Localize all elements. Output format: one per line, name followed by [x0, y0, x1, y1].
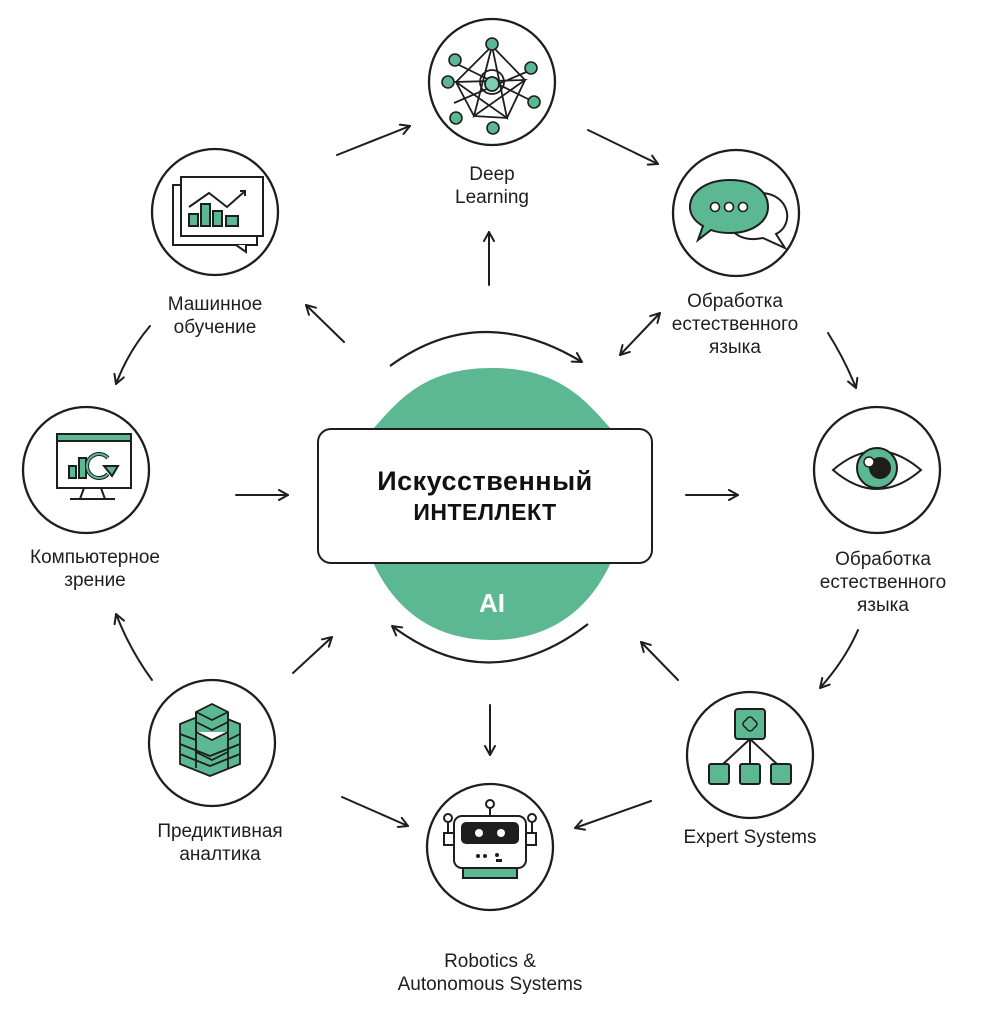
neural-network-icon: [441, 37, 541, 135]
label-line: Предиктивная: [157, 821, 283, 842]
label-computer-vision: Компьютерное зрение: [10, 546, 180, 592]
label-predictive-analytics: Предиктивная аналтика: [130, 820, 310, 866]
arrow-center-to-ml: [305, 304, 345, 343]
label-deep-learning: Deep Learning: [432, 163, 552, 209]
arrow-eye-to-expert: [819, 629, 859, 689]
arrow-ml-to-dl: [336, 123, 411, 156]
layers-stack-icon: [179, 702, 241, 777]
center-title-line2: интеллект: [413, 499, 557, 525]
label-line: Обработка: [687, 291, 783, 312]
arrow-pred-to-center: [292, 636, 333, 674]
label-line: естественного: [671, 314, 799, 335]
arrow-pred-to-robot: [341, 796, 409, 828]
label-line: зрение: [64, 570, 126, 591]
label-line: аналтика: [179, 844, 261, 865]
chat-bubbles-icon: [688, 178, 789, 251]
arc-bottom-arrow: [391, 623, 589, 664]
robot-icon: [443, 799, 537, 879]
arrow-expert-to-center: [640, 641, 679, 681]
label-line: Deep: [469, 164, 515, 185]
label-line: языка: [709, 337, 761, 358]
label-line: обучение: [173, 317, 257, 338]
arrow-center-nlp-double: [619, 312, 661, 356]
label-line: естественного: [819, 572, 947, 593]
label-line: Машинное: [167, 294, 263, 315]
arrow-expert-to-robot: [574, 800, 652, 831]
eye-icon: [831, 447, 923, 490]
label-line: Learning: [455, 187, 529, 208]
label-nlp-top: Обработка естественного языка: [660, 290, 810, 359]
label-line: Компьютерное: [30, 547, 160, 568]
arc-top-arrow: [389, 330, 583, 367]
label-expert-systems: Expert Systems: [660, 826, 840, 849]
chart-window-icon: [172, 176, 264, 254]
label-machine-learning: Машинное обучение: [145, 293, 285, 339]
label-line: Robotics &: [444, 951, 536, 972]
arrow-pred-to-cv: [113, 613, 153, 681]
label-robotics: Robotics & Autonomous Systems: [370, 950, 610, 996]
label-line: Expert Systems: [683, 827, 817, 848]
center-title-box: Искусственный интеллект: [317, 428, 653, 564]
label-line: Обработка: [835, 549, 931, 570]
hierarchy-icon: [708, 708, 792, 785]
arrow-nlp-to-eye: [827, 332, 859, 389]
arrow-ml-to-cv: [113, 325, 151, 385]
center-title-line1: Искусственный: [377, 466, 593, 496]
arrow-dl-to-nlp: [587, 129, 659, 166]
label-line: Autonomous Systems: [397, 974, 583, 995]
label-line: языка: [857, 595, 909, 616]
label-nlp-eye: Обработка естественного языка: [798, 548, 968, 617]
monitor-chart-icon: [56, 433, 132, 500]
ai-badge: AI: [479, 588, 505, 618]
